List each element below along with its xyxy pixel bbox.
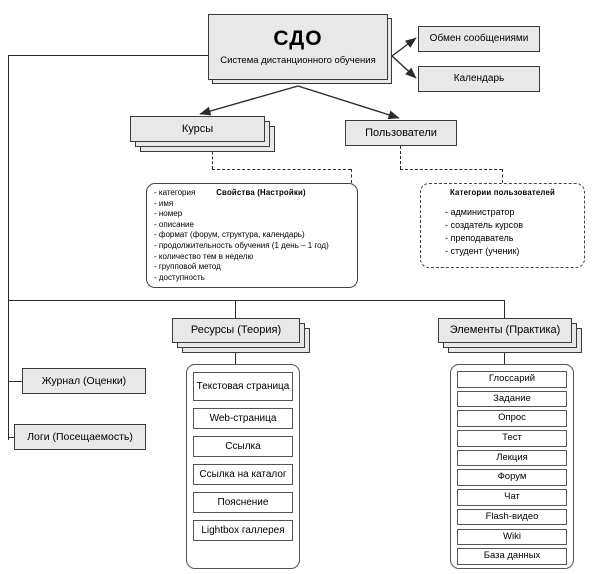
list-item: - создатель курсов bbox=[445, 220, 523, 230]
sdo-acronym: СДО bbox=[273, 26, 323, 50]
panel-categories-header: Категории пользователей bbox=[450, 188, 555, 197]
list-item[interactable]: Лекция bbox=[457, 449, 567, 467]
node-users[interactable]: Пользователи bbox=[345, 120, 457, 146]
list-item: - имя bbox=[154, 198, 174, 208]
connector-resources-to-list bbox=[235, 353, 237, 365]
connector-left-trunk bbox=[8, 55, 10, 440]
list-item[interactable]: База данных bbox=[457, 548, 567, 565]
list-item[interactable]: Ссылка на каталог bbox=[193, 464, 293, 485]
list-item: - преподаватель bbox=[445, 233, 514, 243]
node-journal[interactable]: Журнал (Оценки) bbox=[22, 368, 146, 394]
list-item[interactable]: Wiki bbox=[457, 528, 567, 545]
resources-list: Текстовая страница Web-страница Ссылка С… bbox=[186, 364, 300, 569]
list-item[interactable]: Глоссарий bbox=[457, 371, 567, 388]
title-node-sdo[interactable]: СДО Система дистанционного обучения bbox=[208, 14, 388, 80]
connector-sdo-left-horizontal bbox=[8, 55, 210, 57]
list-item: - групповой метод bbox=[154, 262, 221, 272]
list-item[interactable]: Чат bbox=[457, 489, 567, 506]
list-item[interactable]: Опрос bbox=[457, 410, 567, 427]
node-messaging[interactable]: Обмен сообщениями bbox=[418, 26, 540, 52]
node-elements[interactable]: Элементы (Практика) bbox=[438, 318, 572, 343]
connector-courses-dashed-h bbox=[212, 169, 351, 170]
list-item[interactable]: Текстовая страница bbox=[193, 372, 293, 401]
connector-to-logs bbox=[8, 437, 16, 439]
connector-to-journal bbox=[8, 381, 24, 383]
list-item: - категория bbox=[154, 188, 196, 197]
connector-categories-dashed-drop bbox=[502, 169, 503, 183]
connector-courses-dashed-v bbox=[212, 142, 213, 169]
list-item: - администратор bbox=[445, 207, 515, 217]
list-item[interactable]: Задание bbox=[457, 390, 567, 408]
connector-level3-bus bbox=[8, 300, 505, 302]
list-item: - формат (форум, структура, календарь) bbox=[154, 230, 305, 240]
node-resources[interactable]: Ресурсы (Теория) bbox=[172, 318, 300, 343]
panel-course-properties: Свойства (Настройки) - категория - имя -… bbox=[146, 183, 358, 288]
list-item[interactable]: Тест bbox=[457, 430, 567, 447]
connector-elements-to-list bbox=[504, 353, 506, 365]
sdo-subtitle: Система дистанционного обучения bbox=[220, 55, 376, 67]
connector-properties-dashed-drop bbox=[351, 169, 352, 183]
panel-properties-header: Свойства (Настройки) bbox=[216, 188, 306, 197]
list-item: - описание bbox=[154, 219, 194, 229]
elements-list: Глоссарий Задание Опрос Тест Лекция Фору… bbox=[450, 364, 574, 569]
list-item[interactable]: Пояснение bbox=[193, 492, 293, 513]
list-item[interactable]: Lightbox галлерея bbox=[193, 520, 293, 541]
node-calendar[interactable]: Календарь bbox=[418, 66, 540, 92]
connector-bus-to-elements bbox=[504, 300, 506, 319]
node-courses[interactable]: Курсы bbox=[130, 116, 265, 142]
connector-bus-to-resources bbox=[235, 300, 237, 319]
properties-list: - категория - имя - номер - описание - ф… bbox=[147, 188, 357, 283]
panel-user-categories: Категории пользователей - администратор … bbox=[420, 183, 585, 268]
list-item[interactable]: Форум bbox=[457, 469, 567, 486]
list-item: - количество тем в неделю bbox=[154, 251, 254, 261]
list-item: - студент (ученик) bbox=[445, 246, 520, 256]
categories-list: - администратор - создатель курсов - пре… bbox=[421, 206, 584, 258]
node-logs[interactable]: Логи (Посещаемость) bbox=[14, 424, 146, 450]
list-item[interactable]: Flash-видео bbox=[457, 508, 567, 526]
connector-users-dashed-v bbox=[400, 146, 401, 169]
list-item: - номер bbox=[154, 209, 183, 219]
list-item[interactable]: Ссылка bbox=[193, 436, 293, 457]
list-item: - доступность bbox=[154, 272, 205, 282]
connector-users-dashed-h bbox=[400, 169, 502, 170]
list-item: - продолжительность обучения (1 день – 1… bbox=[154, 240, 329, 250]
list-item[interactable]: Web-страница bbox=[193, 408, 293, 429]
